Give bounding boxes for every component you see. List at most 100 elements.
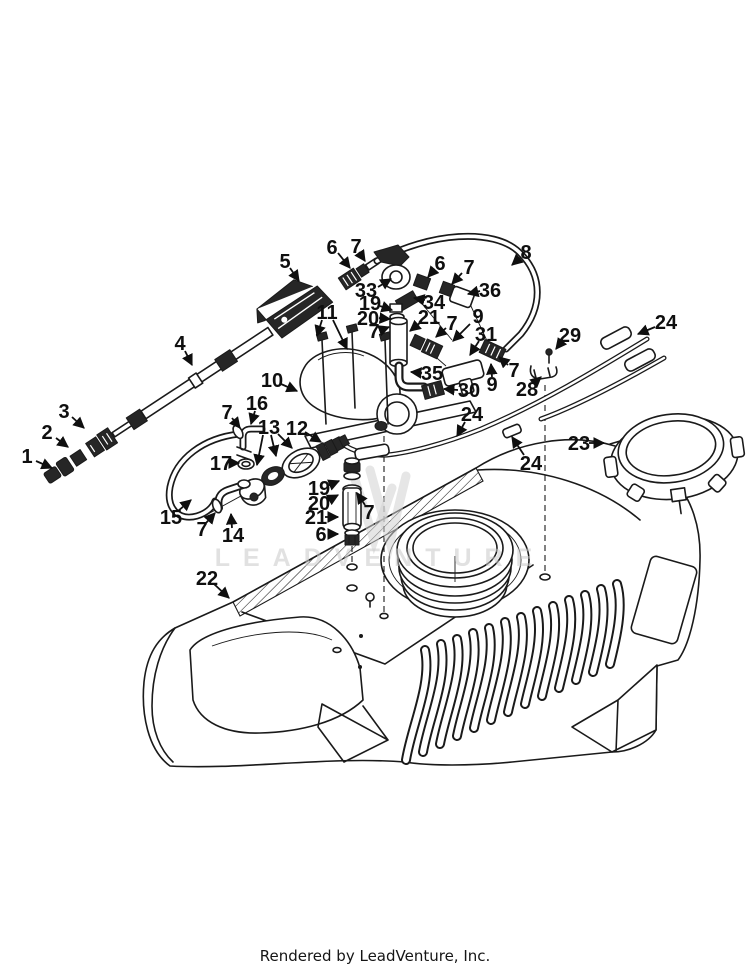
callout-arrow-22 bbox=[213, 583, 230, 599]
callout-3: 3 bbox=[58, 401, 69, 423]
callout-21: 21 bbox=[305, 507, 327, 529]
callout-arrow-14 bbox=[225, 512, 238, 529]
watermark-text: LEADVENTURE bbox=[215, 544, 546, 572]
callout-36: 36 bbox=[479, 280, 501, 302]
callout-arrow-7 bbox=[203, 512, 216, 525]
callout-arrow-28 bbox=[529, 376, 542, 389]
valve-body bbox=[381, 264, 411, 290]
callout-arrow-35 bbox=[409, 367, 423, 379]
callout-arrow-5 bbox=[288, 267, 300, 282]
callout-1: 1 bbox=[21, 446, 32, 468]
callout-arrow-31 bbox=[469, 340, 481, 356]
tank-recess-window bbox=[189, 616, 364, 734]
callout-7: 7 bbox=[196, 519, 207, 541]
callout-31: 31 bbox=[475, 324, 497, 346]
callout-7: 7 bbox=[508, 360, 519, 382]
callout-arrow-9 bbox=[485, 362, 498, 378]
tank-lid-drawing bbox=[603, 413, 746, 515]
callout-arrow-13 bbox=[277, 433, 293, 449]
tee-body bbox=[441, 359, 485, 396]
callout-arrow-7 bbox=[228, 416, 241, 429]
callout-14: 14 bbox=[222, 525, 245, 547]
o-ring bbox=[261, 466, 285, 486]
spray-gun-assembly-drawing bbox=[43, 257, 380, 484]
callout-arrow-24 bbox=[511, 436, 525, 456]
callout-arrow-24 bbox=[636, 324, 656, 336]
tee-inlet-fittings bbox=[409, 333, 444, 360]
callout-arrow-7 bbox=[377, 325, 391, 337]
callout-12: 12 bbox=[286, 418, 308, 440]
cable-clamp-drawing bbox=[529, 348, 558, 380]
callout-arrow-36 bbox=[466, 285, 481, 298]
callout-7: 7 bbox=[363, 502, 374, 524]
hose-clamp bbox=[355, 263, 370, 278]
callout-arrow-19 bbox=[379, 301, 394, 313]
callout-28: 28 bbox=[516, 379, 538, 401]
callout-20: 20 bbox=[308, 493, 330, 515]
callout-arrow-11 bbox=[314, 319, 326, 338]
callout-13: 13 bbox=[258, 417, 280, 439]
callout-arrow-10 bbox=[280, 381, 299, 393]
callout-7: 7 bbox=[221, 402, 232, 424]
callout-7: 7 bbox=[368, 321, 379, 343]
fitting-36 bbox=[448, 285, 476, 309]
callout-arrow-13 bbox=[253, 434, 265, 467]
footer-credit: Rendered by LeadVenture, Inc. bbox=[259, 947, 491, 965]
hex-fitting bbox=[85, 436, 105, 458]
callout-arrow-7 bbox=[435, 325, 448, 338]
callout-arrow-29 bbox=[555, 337, 568, 350]
callout-7: 7 bbox=[463, 257, 474, 279]
callout-10: 10 bbox=[261, 370, 283, 392]
leadventure-v-mark-icon bbox=[365, 465, 411, 560]
jet-strainer-drawing bbox=[342, 457, 362, 546]
callout-4: 4 bbox=[174, 333, 186, 355]
filter-housing bbox=[389, 318, 408, 366]
callout-arrow-13 bbox=[267, 434, 280, 458]
callout-5: 5 bbox=[279, 251, 290, 273]
callout-24: 24 bbox=[655, 312, 678, 334]
callout-arrow-6 bbox=[337, 252, 351, 269]
callout-29: 29 bbox=[559, 325, 581, 347]
tank-foot bbox=[571, 664, 658, 753]
callout-30: 30 bbox=[458, 380, 480, 402]
callout-8: 8 bbox=[520, 242, 531, 264]
callout-arrow-12 bbox=[304, 431, 322, 443]
tank-deck-holes bbox=[332, 573, 551, 669]
callout-19: 19 bbox=[308, 478, 330, 500]
callout-arrow-19 bbox=[326, 479, 341, 491]
callout-arrow-20 bbox=[378, 312, 392, 324]
callout-arrow-3 bbox=[71, 416, 85, 429]
callout-arrow-8 bbox=[511, 253, 524, 266]
tip-fitting bbox=[69, 449, 88, 467]
callout-arrow-16 bbox=[248, 410, 260, 426]
callout-arrow-2 bbox=[55, 436, 69, 448]
tank-neck bbox=[380, 509, 530, 618]
callout-23: 23 bbox=[568, 433, 590, 455]
callout-arrow-7 bbox=[498, 356, 511, 369]
callout-24: 24 bbox=[520, 453, 543, 475]
tank-drawing bbox=[142, 430, 701, 768]
callout-9: 9 bbox=[472, 306, 483, 328]
callout-arrow-24 bbox=[456, 421, 468, 438]
callout-20: 20 bbox=[357, 308, 379, 330]
callout-arrow-11 bbox=[332, 319, 348, 351]
tank-endcap-rim bbox=[151, 627, 176, 763]
callout-35: 35 bbox=[421, 363, 443, 385]
callout-2: 2 bbox=[41, 422, 52, 444]
callout-6: 6 bbox=[315, 524, 326, 546]
callout-19: 19 bbox=[359, 293, 381, 315]
callout-16: 16 bbox=[246, 393, 268, 415]
callout-6: 6 bbox=[326, 237, 337, 259]
tank-bottom-notch bbox=[317, 703, 389, 763]
callout-arrow-4 bbox=[182, 350, 193, 367]
callout-7: 7 bbox=[446, 313, 457, 335]
callout-arrow-30 bbox=[442, 383, 459, 396]
callout-arrow-7 bbox=[354, 248, 366, 262]
inlet-barb-fitting bbox=[315, 434, 350, 461]
fitting-6 bbox=[412, 273, 432, 291]
callout-arrow-20 bbox=[325, 494, 340, 506]
wand-tube bbox=[140, 326, 274, 420]
